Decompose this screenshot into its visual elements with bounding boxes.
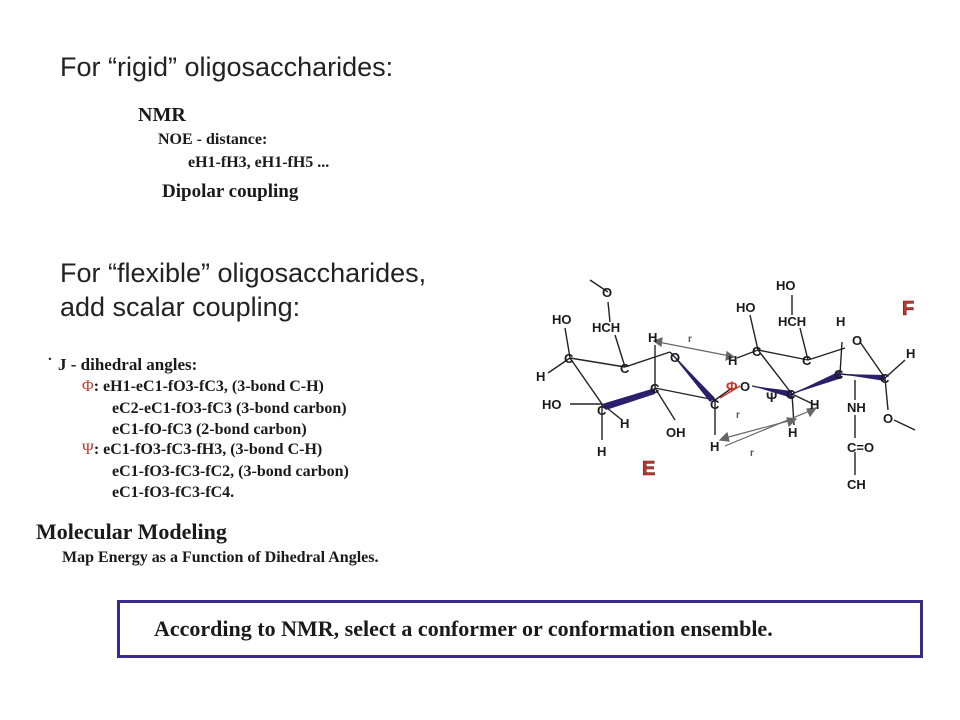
atom-h-link-2: H (728, 353, 737, 368)
atom-o-link: O (740, 379, 750, 394)
atom-c2: C (620, 361, 630, 376)
atom-c4: C (597, 403, 607, 418)
psi-symbol: Ψ (82, 441, 94, 458)
ring-e-label: E (642, 458, 655, 480)
modeling-title: Molecular Modeling (36, 519, 227, 544)
atom-h-link-1: H (710, 439, 719, 454)
atom-h-f3: H (810, 397, 819, 412)
atom-fc4: C (834, 367, 844, 382)
atom-ho-f1: HO (776, 278, 796, 293)
atom-hch-f: HCH (778, 314, 806, 329)
dipolar-label: Dipolar coupling (162, 181, 299, 202)
conclusion-box: According to NMR, select a conformer or … (117, 600, 923, 658)
psi-line-3: eC1-fO3-fC3-fC4. (112, 484, 235, 501)
noe-pairs: eH1-fH3, eH1-fH5 ... (188, 154, 330, 171)
atom-fc1: C (752, 344, 762, 359)
atom-oh: OH (666, 425, 686, 440)
atom-co: C=O (847, 440, 874, 455)
atom-h-3: H (620, 416, 629, 431)
nmr-title: NMR (138, 104, 186, 126)
heading-rigid: For “rigid” oligosaccharides: (60, 52, 394, 82)
atom-h-f2: H (906, 346, 915, 361)
j-title: J - dihedral angles: (58, 355, 198, 374)
psi-angle-label: Ψ (766, 389, 777, 405)
atom-o-ring-e: O (670, 350, 680, 365)
ring-f-label: F (902, 298, 914, 320)
phi-line-2: eC2-eC1-fO3-fC3 (3-bond carbon) (112, 400, 347, 417)
atom-c3: C (650, 381, 660, 396)
atom-o-ring-f: O (852, 333, 862, 348)
atom-h-4: H (597, 444, 606, 459)
atom-fc5: C (880, 371, 890, 386)
atom-h-f1: H (836, 314, 845, 329)
atom-hch-e: HCH (592, 320, 620, 335)
atom-fc3: C (786, 387, 796, 402)
atom-fc2: C (802, 353, 812, 368)
psi-line-2: eC1-fO3-fC3-fC2, (3-bond carbon) (112, 463, 349, 480)
atom-ho-2: HO (542, 397, 562, 412)
atom-ch3: CH (847, 477, 866, 492)
heading-flexible: For “flexible” oligosaccharides, (60, 258, 427, 288)
atom-h-f4: H (788, 425, 797, 440)
conclusion-text: According to NMR, select a conformer or … (154, 616, 773, 641)
modeling-subtitle: Map Energy as a Function of Dihedral Ang… (62, 549, 379, 566)
atom-ho-1: HO (552, 312, 572, 327)
distance-r3: r (750, 448, 754, 459)
psi-line-1: Ψ: eC1-fO3-fC3-fH3, (3-bond C-H) (82, 441, 323, 458)
atom-c1: C (564, 351, 574, 366)
atom-h-1: H (536, 369, 545, 384)
phi-line-3: eC1-fO-fC3 (2-bond carbon) (112, 421, 307, 438)
atom-nh: NH (847, 400, 866, 415)
atom-o-top-e: O (602, 285, 612, 300)
disaccharide-structure: O HCH HO H C C H C O HO C H H OH C H O H… (536, 278, 915, 492)
distance-r1: r (688, 334, 692, 345)
noe-label: NOE - distance: (158, 131, 268, 148)
atom-c5: C (710, 397, 720, 412)
distance-r2: r (736, 410, 740, 421)
phi-angle-label: Φ (726, 378, 738, 394)
atom-o-f-bottom: O (883, 411, 893, 426)
atom-ho-f2: HO (736, 300, 756, 315)
heading-flexible-2: add scalar coupling: (60, 292, 301, 322)
bullet-dot: . (48, 348, 52, 364)
atom-h-2: H (648, 330, 657, 345)
phi-line-1: Φ: eH1-eC1-fO3-fC3, (3-bond C-H) (82, 378, 324, 395)
phi-symbol: Φ (82, 378, 94, 395)
